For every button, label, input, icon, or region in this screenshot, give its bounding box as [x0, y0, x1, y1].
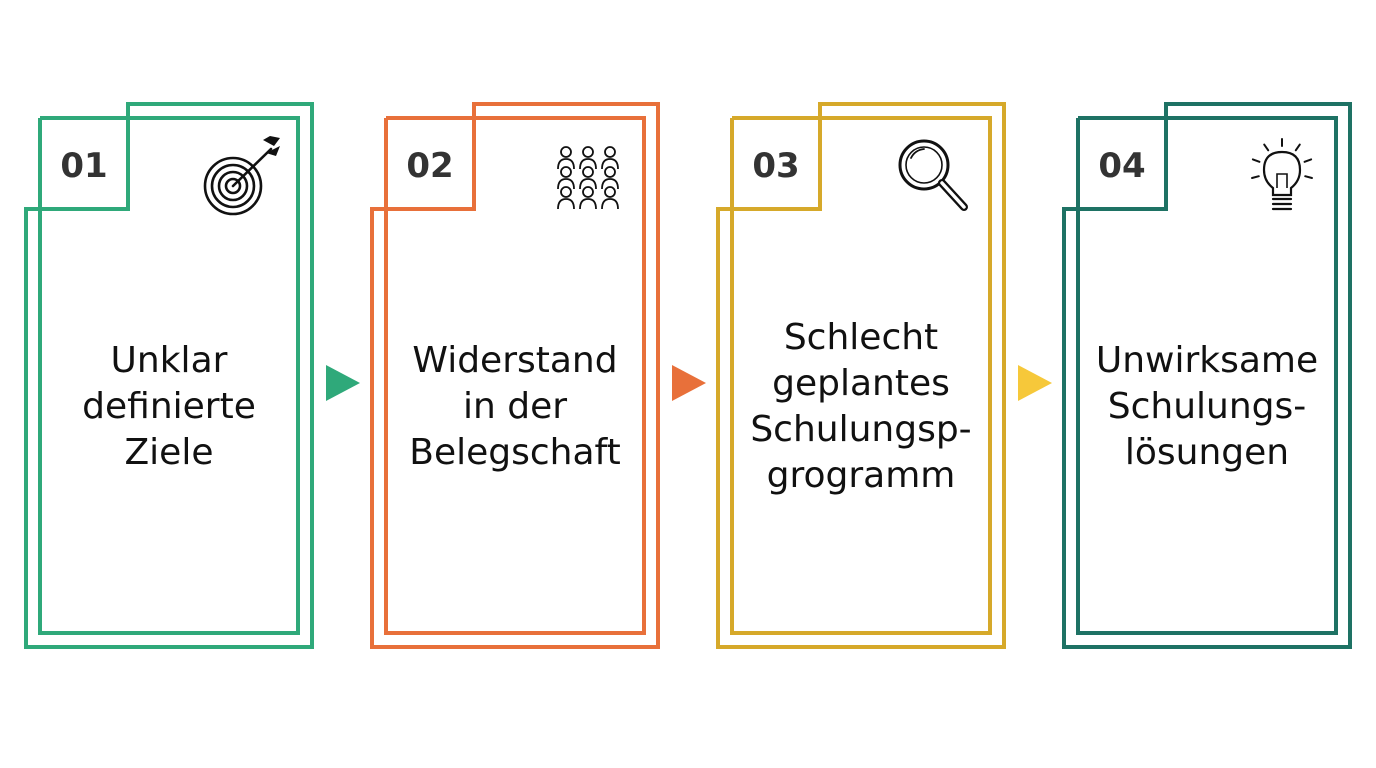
card-number: 01 [60, 146, 107, 186]
magnifier-icon [898, 139, 968, 211]
card-number: 04 [1098, 146, 1145, 186]
card-title-line: Widerstand [412, 340, 617, 381]
target-arrow-icon [203, 136, 280, 216]
number-tab [384, 118, 476, 211]
card-title-line: Schulungs- [1108, 386, 1307, 427]
card-inner-outline [1076, 116, 1338, 635]
number-tab [38, 118, 130, 211]
card-title-line: in der [463, 386, 567, 427]
card-title-line: Belegschaft [409, 432, 620, 473]
card-title-line: geplantes [772, 363, 950, 404]
card-title-line: definierte [82, 386, 256, 427]
card-title-line: Ziele [125, 432, 214, 473]
card-number: 02 [406, 146, 453, 186]
card-title-line: Unklar [111, 340, 228, 381]
people-group-icon [557, 146, 619, 210]
card-inner-outline [384, 116, 646, 635]
card-title-line: Schlecht [784, 317, 938, 358]
card-title-line: Schulungsp- [750, 409, 971, 450]
arrow-right-icon [672, 365, 706, 401]
card-title-line: lösungen [1125, 432, 1289, 473]
arrow-right-icon [1018, 365, 1052, 401]
card-inner-outline [38, 116, 300, 635]
card-number: 03 [752, 146, 799, 186]
arrow-right-icon [326, 365, 360, 401]
lightbulb-icon [1251, 138, 1313, 211]
card-title-line: Unwirksame [1096, 340, 1318, 381]
card-title-line: grogramm [767, 455, 956, 496]
card-inner-outline [730, 116, 992, 635]
number-tab [730, 118, 822, 211]
number-tab [1076, 118, 1168, 211]
